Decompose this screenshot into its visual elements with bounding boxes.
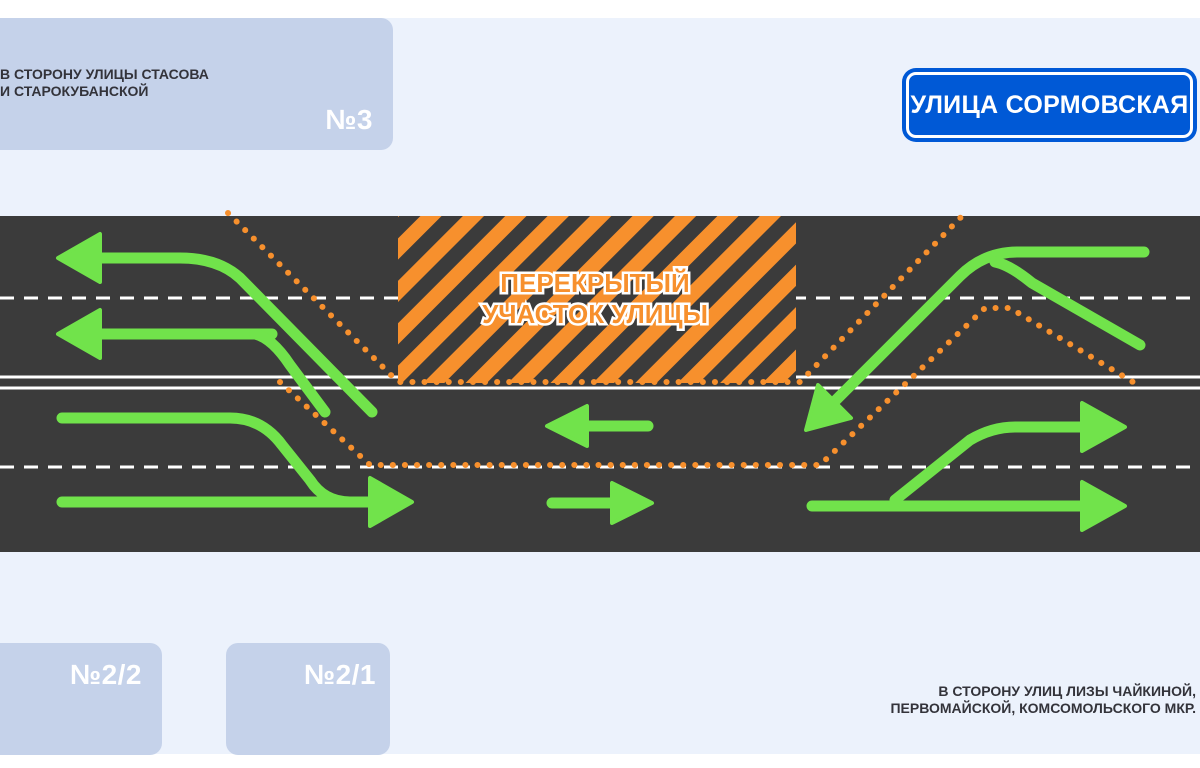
block-number: №2/1 — [303, 659, 376, 690]
block-number: №3 — [325, 104, 373, 135]
arrowhead-lane-4-left — [368, 476, 414, 528]
building-block-3: №3 — [0, 18, 393, 150]
arrow-right-side-branch — [989, 256, 1146, 351]
direction-caption-bottom-right: В СТОРОНУ УЛИЦ ЛИЗЫ ЧАЙКИНОЙ, ПЕРВОМАЙСК… — [890, 683, 1196, 717]
block-number: №2/2 — [69, 659, 142, 690]
arrowhead-right-lane-3 — [1080, 401, 1127, 453]
closed-section-hatching — [398, 216, 796, 383]
street-name-sign: УЛИЦА СОРМОВСКАЯ — [902, 68, 1197, 142]
caption-line: ПЕРВОМАЙСКОЙ, КОМСОМОЛЬСКОГО МКР. — [890, 700, 1196, 716]
arrow-right-side-diagonal — [824, 246, 1150, 412]
detour-left-taper — [225, 210, 968, 385]
arrowhead-center-right — [610, 481, 654, 525]
traffic-arrows — [56, 246, 1150, 512]
building-block-2-2: №2/2 — [0, 643, 162, 755]
detour-route — [225, 210, 1141, 468]
direction-caption-top-left: В СТОРОНУ УЛИЦЫ СТАСОВА И СТАРОКУБАНСКОЙ — [0, 66, 209, 100]
arrowhead-right-diagonal — [804, 383, 853, 432]
caption-line: В СТОРОНУ УЛИЦ ЛИЗЫ ЧАЙКИНОЙ, — [938, 683, 1196, 699]
detour-bypass — [277, 305, 1141, 468]
caption-line: И СТАРОКУБАНСКОЙ — [0, 83, 149, 99]
arrow-heads — [56, 232, 1127, 532]
arrow-left-turn-lane-1 — [94, 252, 378, 418]
caption-line: В СТОРОНУ УЛИЦЫ СТАСОВА — [0, 66, 209, 82]
building-block-2-1: №2/1 — [226, 643, 390, 755]
arrow-right-side-lane-3 — [889, 421, 1091, 506]
closed-section-label: ПЕРЕКРЫТЫЙ УЧАСТОК УЛИЦЫ — [430, 266, 760, 332]
arrow-merge-from-lane-2 — [249, 328, 331, 418]
closed-label-line1: ПЕРЕКРЫТЫЙ — [498, 266, 692, 301]
arrowhead-lane-1 — [56, 232, 102, 284]
arrowhead-right-lane-4 — [1080, 480, 1127, 532]
closed-label-line2: УЧАСТОК УЛИЦЫ — [480, 297, 711, 332]
arrowhead-lane-2 — [56, 308, 102, 360]
arrowhead-center-left — [545, 404, 589, 448]
street-name-text: УЛИЦА СОРМОВСКАЯ — [906, 72, 1193, 138]
